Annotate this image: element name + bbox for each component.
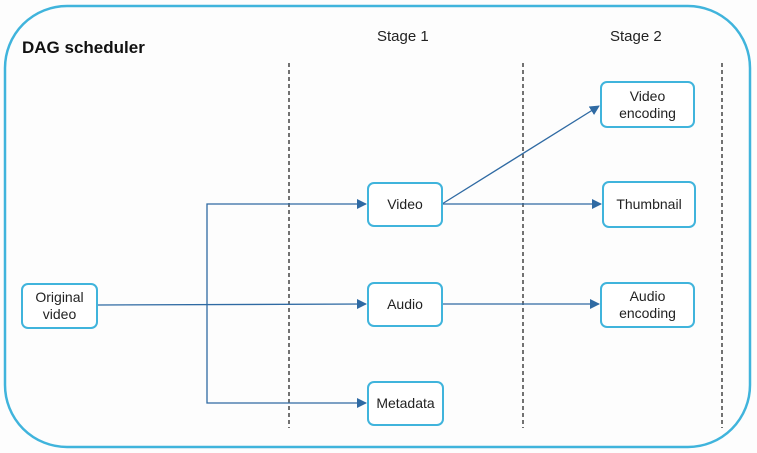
node-video-encoding[interactable]: Video encoding xyxy=(600,81,695,128)
edge-original-to-audio xyxy=(97,299,367,310)
node-thumbnail[interactable]: Thumbnail xyxy=(602,181,696,228)
edge-original-to-metadata xyxy=(206,305,367,408)
edge-original-to-video xyxy=(206,199,367,305)
node-audio-encoding[interactable]: Audio encoding xyxy=(600,282,695,328)
node-video[interactable]: Video xyxy=(367,182,443,227)
stage-2-label: Stage 2 xyxy=(610,28,662,45)
edge-video-to-video-encoding xyxy=(441,105,600,205)
diagram-title: DAG scheduler xyxy=(22,38,145,57)
stage-1-label: Stage 1 xyxy=(377,28,429,45)
node-original-video[interactable]: Original video xyxy=(21,283,98,329)
node-audio[interactable]: Audio xyxy=(367,282,443,327)
node-metadata[interactable]: Metadata xyxy=(367,381,444,426)
